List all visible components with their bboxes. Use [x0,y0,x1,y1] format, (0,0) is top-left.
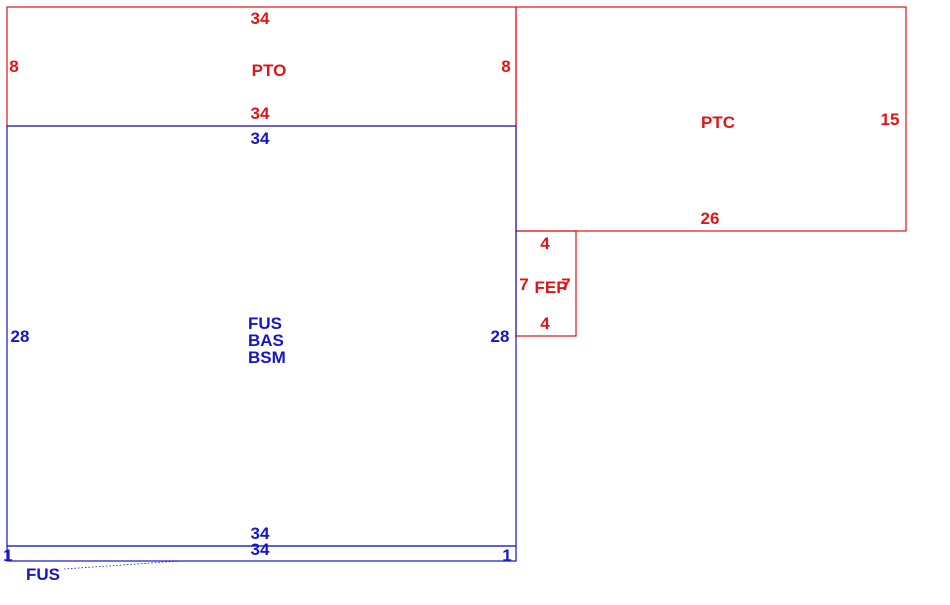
strip-callout-leader [63,560,181,570]
strip-region[interactable] [6,545,517,562]
fep-right-dimension: 7 [561,275,570,294]
pto-name-label: PTO [252,61,287,80]
fep-left-dimension: 7 [519,275,528,294]
fep-top-dimension: 4 [540,234,550,253]
main-left-dimension: 28 [11,327,30,346]
strip-top-dimension: 34 [251,540,270,559]
main-right-dimension: 28 [491,327,510,346]
strip-left-dimension: 1 [3,546,12,565]
pto-bottom-dimension: 34 [251,104,270,123]
main-name-label-2: BAS [248,331,284,350]
main-top-dimension: 34 [251,129,270,148]
ptc-region[interactable] [515,6,907,232]
pto-top-dimension: 34 [251,9,270,28]
fep-bottom-dimension: 4 [540,314,550,333]
strip-callout-label: FUS [26,565,60,584]
ptc-right-dimension: 15 [881,110,900,129]
pto-left-dimension: 8 [9,57,18,76]
main-name-label-1: FUS [248,314,282,333]
strip-right-dimension: 1 [502,546,511,565]
ptc-name-label: PTC [701,113,735,132]
fep-name-label: FEP [534,278,567,297]
main-bottom-dimension: 34 [251,524,270,543]
ptc-bottom-dimension: 26 [701,209,720,228]
pto-right-dimension: 8 [501,57,510,76]
main-name-label-3: BSM [248,348,286,367]
